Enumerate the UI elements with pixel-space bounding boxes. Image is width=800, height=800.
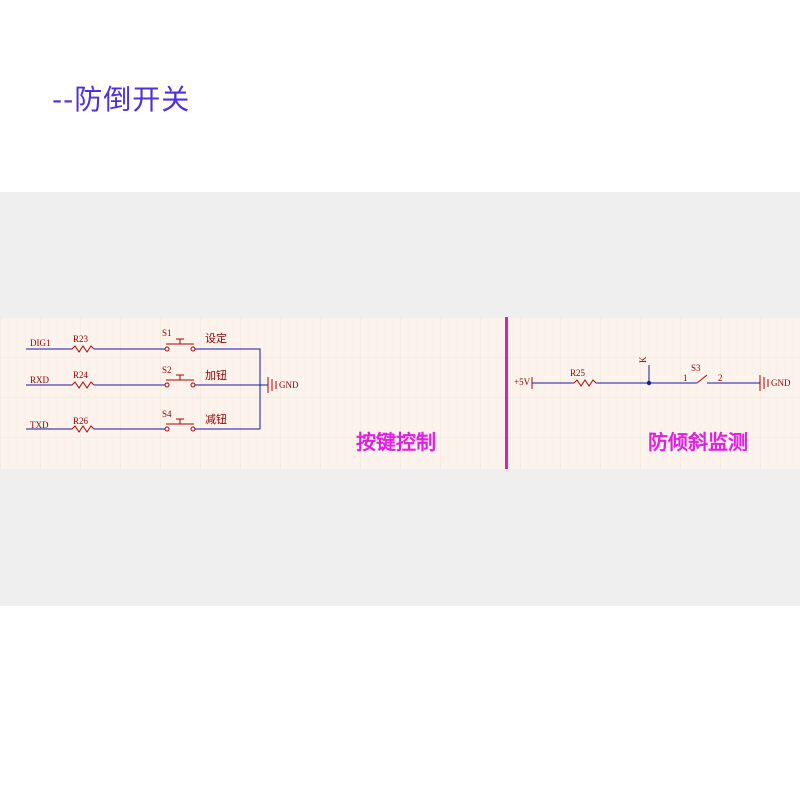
node-label-k: K [638, 356, 648, 363]
switch-label-s4: S4 [162, 409, 172, 419]
tilt-monitor-circuit: +5V R25 K S3 1 2 GND 防倾斜监测 [514, 356, 791, 454]
resistor-label-r25: R25 [570, 368, 586, 378]
key-row-2: RXD R24 S2 加钮 [26, 365, 268, 389]
resistor-r23 [71, 345, 95, 353]
caption-tilt-monitor: 防倾斜监测 [648, 430, 748, 454]
switch-s4 [164, 418, 196, 432]
function-label-plus: 加钮 [205, 368, 227, 382]
ground-symbol-right: GND [759, 375, 791, 391]
resistor-r25 [573, 379, 597, 387]
key-row-1: DIG1 R23 S1 设定 [26, 328, 261, 429]
ground-label-right: GND [771, 378, 791, 388]
page-title: --防倒开关 [52, 83, 191, 116]
net-label-rxd: RXD [30, 375, 50, 385]
function-label-minus: 减钮 [205, 412, 227, 426]
resistor-r24 [71, 381, 95, 389]
switch-label-s3: S3 [691, 363, 701, 373]
schematic-diagram: DIG1 R23 S1 设定 RXD R24 S2 加钮 [0, 317, 800, 469]
pin-label-2: 2 [718, 373, 723, 383]
function-label-set: 设定 [205, 331, 227, 345]
resistor-r26 [71, 425, 95, 433]
ground-label-left: GND [279, 380, 299, 390]
key-row-3: TXD R26 S4 减钮 [26, 409, 260, 433]
resistor-label-r24: R24 [73, 370, 89, 380]
panel-divider [505, 317, 508, 469]
switch-s2 [164, 374, 196, 388]
supply-label: +5V [514, 377, 531, 387]
key-control-circuit: DIG1 R23 S1 设定 RXD R24 S2 加钮 [26, 328, 436, 454]
caption-key-control: 按键控制 [356, 430, 436, 454]
switch-label-s1: S1 [162, 328, 172, 338]
resistor-label-r26: R26 [73, 416, 89, 426]
switch-s1 [164, 338, 196, 352]
resistor-label-r23: R23 [73, 334, 89, 344]
net-label-txd: TXD [30, 420, 49, 430]
tilt-switch-s3 [696, 374, 708, 384]
pin-label-1: 1 [683, 373, 688, 383]
ground-symbol-left: GND [267, 377, 299, 393]
net-label-dig1: DIG1 [30, 338, 51, 348]
switch-label-s2: S2 [162, 365, 172, 375]
